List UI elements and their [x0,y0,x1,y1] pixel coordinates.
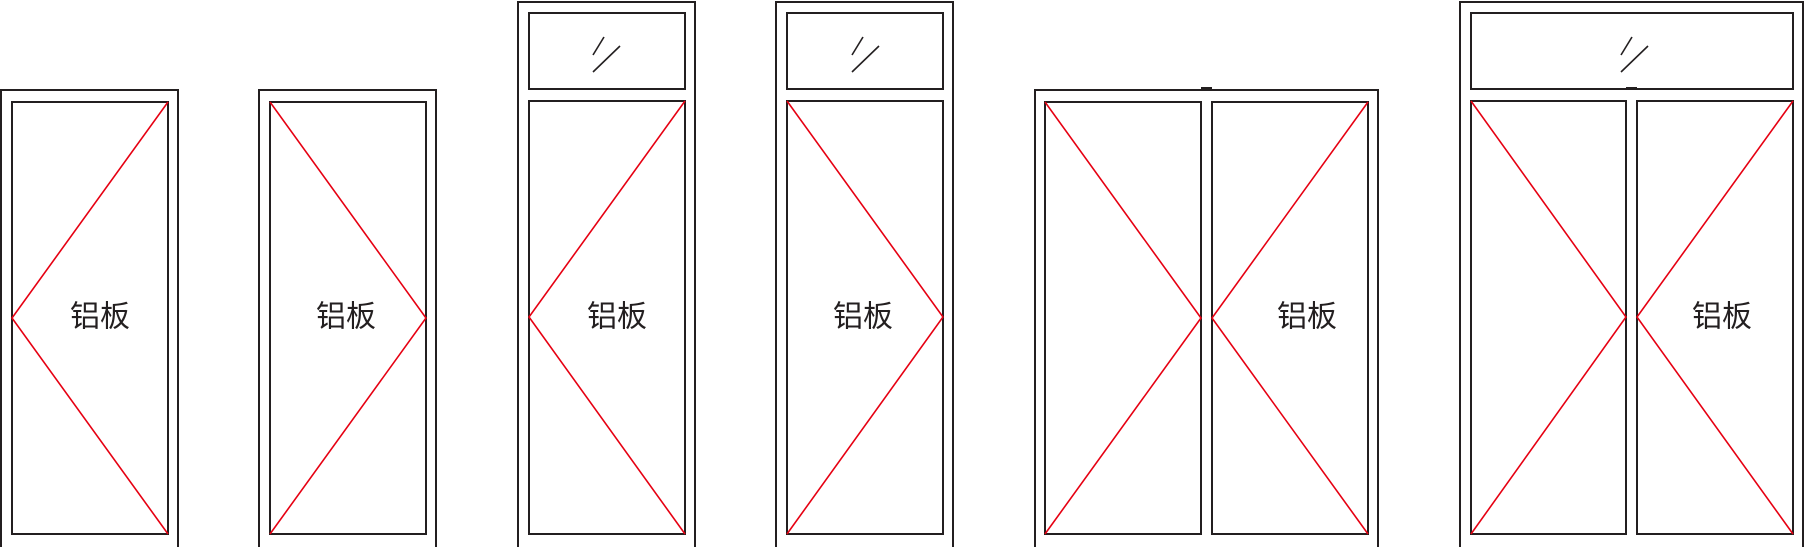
door-5-opening-lines-left [1044,101,1202,535]
door-6-panel-label: 铝板 [1692,300,1752,335]
door-6-glass-hatch-icon [1620,36,1649,73]
door-1-opening-lines [11,101,169,535]
door-2-panel-label: 铝板 [316,300,376,335]
door-3-panel-label: 铝板 [587,300,647,335]
door-2: 铝板 [258,89,437,547]
door-5: 铝板 [1034,87,1379,547]
door-4-transom [786,12,944,90]
door-5-leaf-left [1044,101,1202,535]
door-3-transom [528,12,686,90]
door-3-glass-hatch-icon [592,36,621,73]
door-6-opening-lines-right [1636,100,1794,535]
door-2-outer-frame [258,89,437,547]
door-1-panel-label: 铝板 [70,300,130,335]
door-6-leaf-left [1470,100,1627,535]
door-4: 铝板 [775,1,954,547]
door-4-outer-frame [775,1,954,547]
door-3-opening-lines [528,100,686,535]
door-3: 铝板 [517,1,696,547]
door-1: 铝板 [0,89,179,547]
door-6-outer-frame [1459,1,1804,547]
door-1-outer-frame [0,89,179,547]
door-4-glass-hatch-icon [851,36,880,73]
door-6: 铝板 [1459,1,1804,547]
door-4-opening-lines [786,100,944,535]
door-5-outer-frame [1034,89,1379,547]
door-6-opening-lines-left [1470,100,1627,535]
door-4-panel-label: 铝板 [833,300,893,335]
door-6-transom [1470,12,1794,90]
door-5-opening-lines-right [1211,101,1369,535]
door-5-panel-label: 铝板 [1277,300,1337,335]
door-3-outer-frame [517,1,696,547]
door-2-opening-lines [269,101,427,535]
